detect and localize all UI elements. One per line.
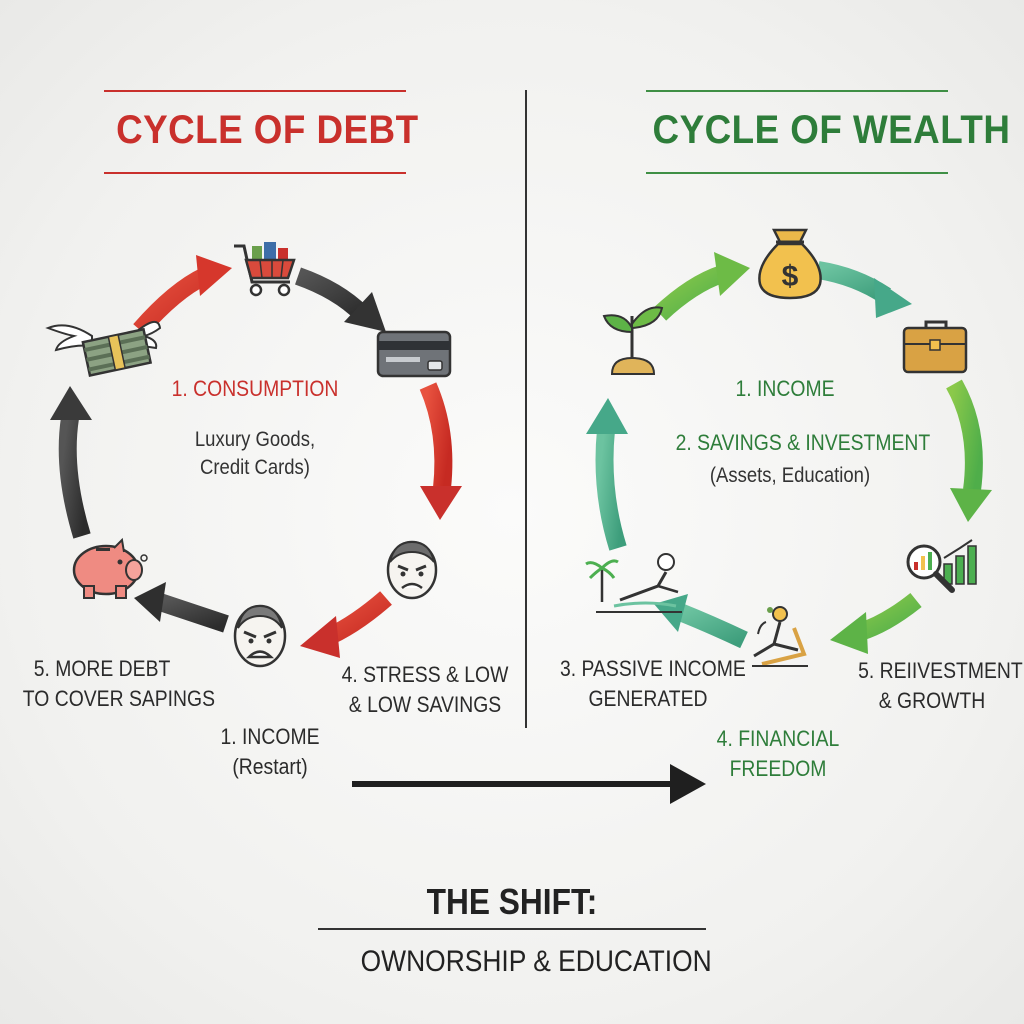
- wealth-passive-label: 3. PASSIVE INCOME GENERATED: [560, 654, 746, 713]
- money-bag-icon: $: [758, 228, 822, 300]
- wealth-savings-detail: (Assets, Education): [709, 464, 871, 487]
- wealth-title-rule-bottom: [646, 172, 948, 174]
- flying-money-icon: [45, 321, 162, 377]
- wealth-reinvest-line1: 5. REIIVESTMENT: [858, 658, 1023, 683]
- debt-income-line2: (Restart): [232, 753, 308, 779]
- debt-title-rule-top: [104, 90, 406, 92]
- debt-stress-line1: 4. STRESS & LOW: [341, 662, 509, 687]
- debt-stress-label: 4. STRESS & LOW & LOW SAVINGS: [341, 660, 509, 719]
- debt-income-line1: 1. INCOME: [220, 724, 320, 749]
- relaxing-person-icon: [752, 606, 808, 667]
- wealth-title: CYCLE OF WEALTH: [652, 108, 1011, 152]
- wealth-arrow-top-right: [816, 261, 912, 318]
- wealth-freedom-line1: 4. FINANCIAL: [716, 726, 840, 751]
- debt-consumption-label: 1. CONSUMPTION: [171, 376, 339, 401]
- wealth-passive-line2: GENERATED: [588, 685, 708, 711]
- debt-consumption-detail-line2: Credit Cards): [200, 456, 310, 480]
- angry-face-icon: [233, 604, 287, 668]
- shift-subtitle: OWNORSHIP & EDUCATION: [360, 945, 712, 978]
- debt-stress-line2: & LOW SAVINGS: [348, 691, 502, 717]
- debt-arrow-red-right: [419, 382, 462, 520]
- shift-rule: [318, 928, 706, 930]
- debt-arrow-dark-left: [50, 386, 92, 539]
- debt-arrow-red-top: [133, 255, 232, 336]
- briefcase-icon: [902, 320, 968, 374]
- beach-lounger-icon: [585, 553, 682, 613]
- debt-arrow-dark-bottom-left: [134, 582, 229, 633]
- stressed-face-icon: [386, 540, 438, 600]
- shopping-cart-icon: [234, 242, 296, 297]
- debt-more-debt-line1: 5. MORE DEBT: [33, 656, 171, 681]
- wealth-arrow-right: [946, 379, 992, 522]
- debt-more-debt-label: 5. MORE DEBT TO COVER SAPINGS: [22, 654, 216, 713]
- wealth-reinvest-label: 5. REIIVESTMENT & GROWTH: [858, 656, 1023, 715]
- wealth-arrow-top-left: [653, 252, 750, 321]
- debt-title-rule-bottom: [104, 172, 406, 174]
- debt-more-debt-line2: TO COVER SAPINGS: [22, 685, 216, 711]
- wealth-arrow-bottom-right: [830, 592, 922, 654]
- wealth-arrow-bottom-left: [654, 594, 748, 649]
- wealth-income-label: 1. INCOME: [735, 376, 835, 401]
- wealth-savings-label: 2. SAVINGS & INVESTMENT: [675, 430, 931, 455]
- shift-arrow: [352, 764, 706, 804]
- credit-card-icon: [376, 330, 452, 378]
- wealth-freedom-line2: FREEDOM: [729, 755, 827, 781]
- debt-arrow-red-bottom-right: [300, 591, 392, 658]
- debt-consumption-detail-line1: Luxury Goods,: [194, 428, 316, 451]
- wealth-freedom-label: 4. FINANCIAL FREEDOM: [716, 724, 840, 783]
- sprout-icon: [602, 306, 664, 375]
- wealth-arrow-left: [586, 398, 628, 551]
- piggy-bank-icon: [72, 537, 148, 599]
- wealth-passive-line1: 3. PASSIVE INCOME: [560, 656, 746, 681]
- debt-title: CYCLE OF DEBT: [116, 108, 419, 152]
- debt-income-label: 1. INCOME (Restart): [208, 722, 331, 781]
- wealth-reinvest-line2: & GROWTH: [878, 687, 986, 713]
- debt-consumption-detail: Luxury Goods, Credit Cards): [163, 426, 348, 483]
- growth-chart-icon: [906, 539, 977, 593]
- shift-title: THE SHIFT:: [426, 881, 598, 922]
- svg-text:$: $: [782, 260, 799, 293]
- wealth-title-rule-top: [646, 90, 948, 92]
- debt-arrow-dark-top-right: [294, 267, 386, 332]
